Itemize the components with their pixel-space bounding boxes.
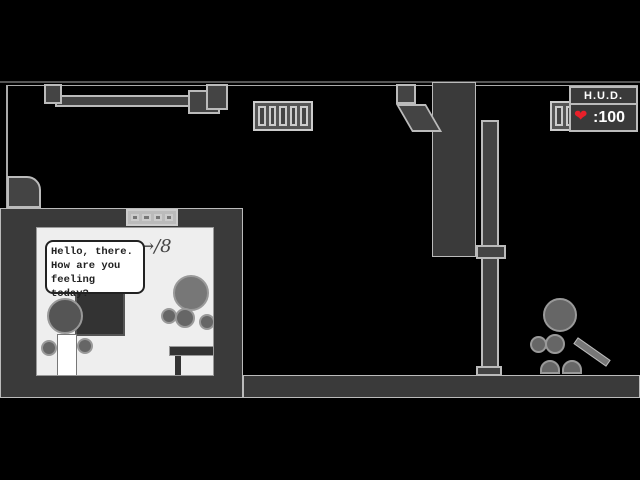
hud-title: H.U.D. xyxy=(571,88,636,105)
ceiling-vent xyxy=(253,101,313,131)
person-head xyxy=(173,275,209,311)
sign-board xyxy=(169,346,213,356)
pipe-down xyxy=(206,84,228,110)
doorway xyxy=(75,290,125,336)
wall-pipe-elbow xyxy=(7,176,41,208)
npc-hand xyxy=(77,338,93,354)
graffiti-text: →/8 xyxy=(139,236,172,257)
npc-head xyxy=(47,298,83,334)
health-number: 100 xyxy=(598,109,626,126)
player-hand xyxy=(545,334,565,354)
ceiling-pipe xyxy=(55,95,195,107)
pipe-base xyxy=(476,366,502,376)
pipe-joint xyxy=(476,245,506,259)
ceiling-column xyxy=(432,82,476,257)
player-foot xyxy=(540,360,560,374)
sign-post xyxy=(175,356,181,375)
health-value: :100 xyxy=(593,109,626,126)
npc-coat xyxy=(57,334,77,375)
hud-panel: H.U.D. ❤ :100 xyxy=(569,86,638,132)
npc-hand xyxy=(41,340,57,356)
floor-vent xyxy=(126,209,178,226)
player-head xyxy=(543,298,577,332)
floor xyxy=(243,375,640,398)
right-pipe-elbow xyxy=(396,84,416,104)
heart-icon: ❤ xyxy=(574,108,588,125)
player-foot xyxy=(562,360,582,374)
ceiling-pipe-elbow xyxy=(44,84,62,104)
person-hand xyxy=(175,308,195,328)
dialogue-text: Hello, there. How are you feeling today? xyxy=(51,246,133,300)
poster-panel: →/8 Hello, there. How are you feeling to… xyxy=(36,227,214,376)
speech-bubble: Hello, there. How are you feeling today? xyxy=(45,240,145,300)
person-hand xyxy=(199,314,213,330)
